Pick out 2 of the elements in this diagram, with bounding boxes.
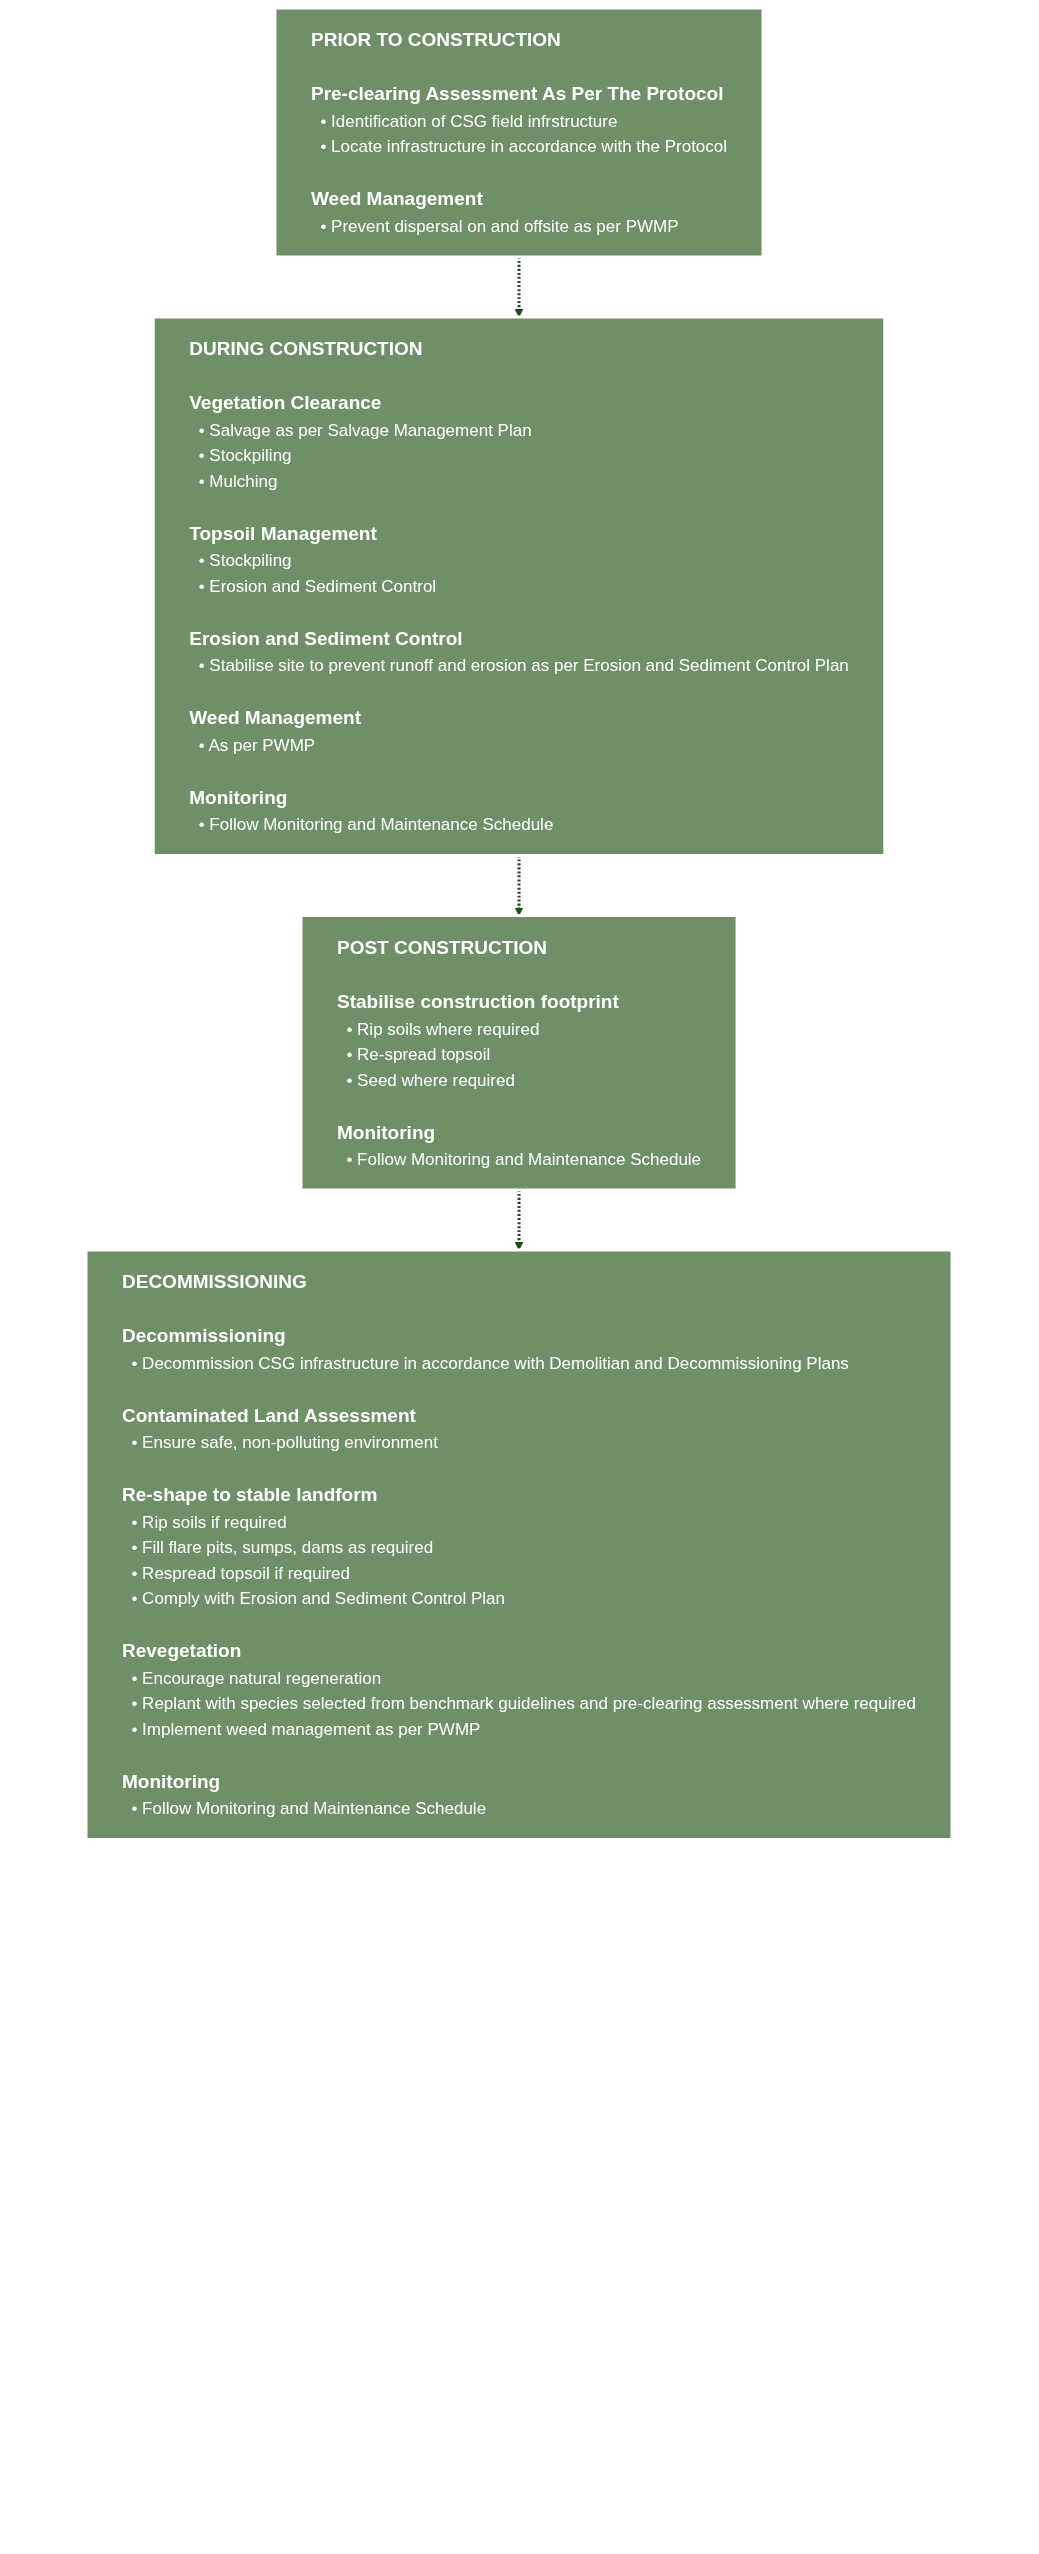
node-box: DURING CONSTRUCTION Vegetation Clearance • Salvage as per Salvage Management Plan • Stockpiling • Mulching Topsoil Management • Stockpiling • Erosion and Sediment Control Erosion and Sediment Control • Stabilise site to prevent runoff and erosion as per Erosion and Sediment Control Plan Weed Management • As per PWMP Monitoring • Follow Monitoring and Maintenance Schedule [152,315,887,857]
node-box: DECOMMISSIONING Decommissioning • Decommission CSG infrastructure in accordance with Demolitian and Decommissioning Plans Contaminated Land Assessment • Ensure safe, non-polluting environment Re-shape to stable landform • Rip soils if required • Fill flare pits, sumps, dams as required • Respread topsoil if required • Comply with Erosion and Sediment Control Plan Revegetation • Encourage natural regeneration • Replant with species selected from benchmark guidelines and pre-clearing assessment where required • Implement weed management as per PWMP Monitoring • Follow Monitoring and Maintenance Schedule [85,1248,954,1841]
